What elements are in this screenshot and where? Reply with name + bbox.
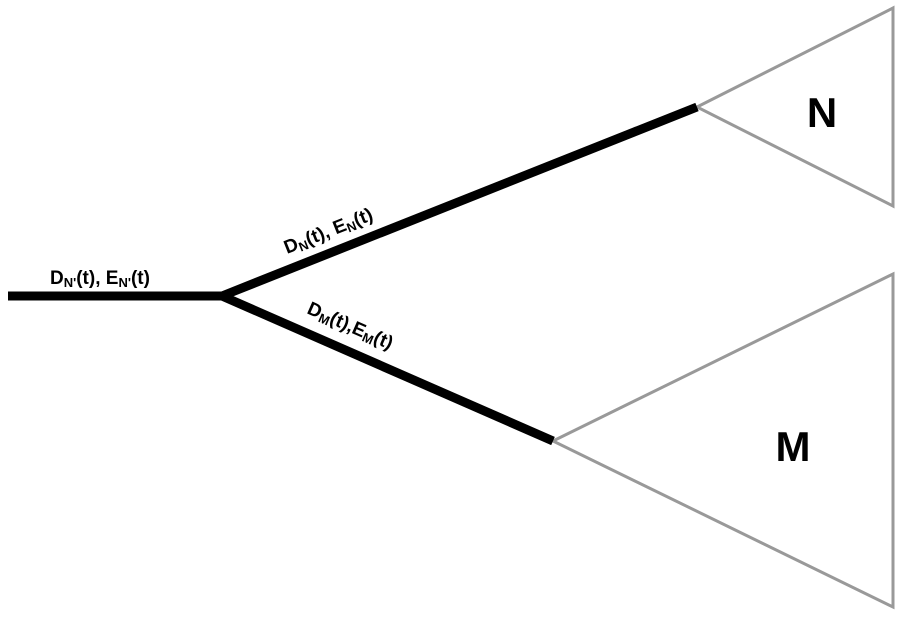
clade-m-label: M — [776, 423, 811, 470]
clade-m-triangle — [549, 271, 895, 610]
root-branch-label: DN'(t), EN'(t) — [50, 268, 150, 290]
upper-branch — [220, 102, 699, 301]
upper-branch-label: DN(t), EN(t) — [281, 204, 376, 259]
clade-n-label: N — [807, 89, 837, 136]
lower-branch — [220, 291, 555, 446]
lower-branch-label: DM(t),EM(t) — [304, 298, 396, 355]
clade-n-triangle — [693, 5, 895, 209]
